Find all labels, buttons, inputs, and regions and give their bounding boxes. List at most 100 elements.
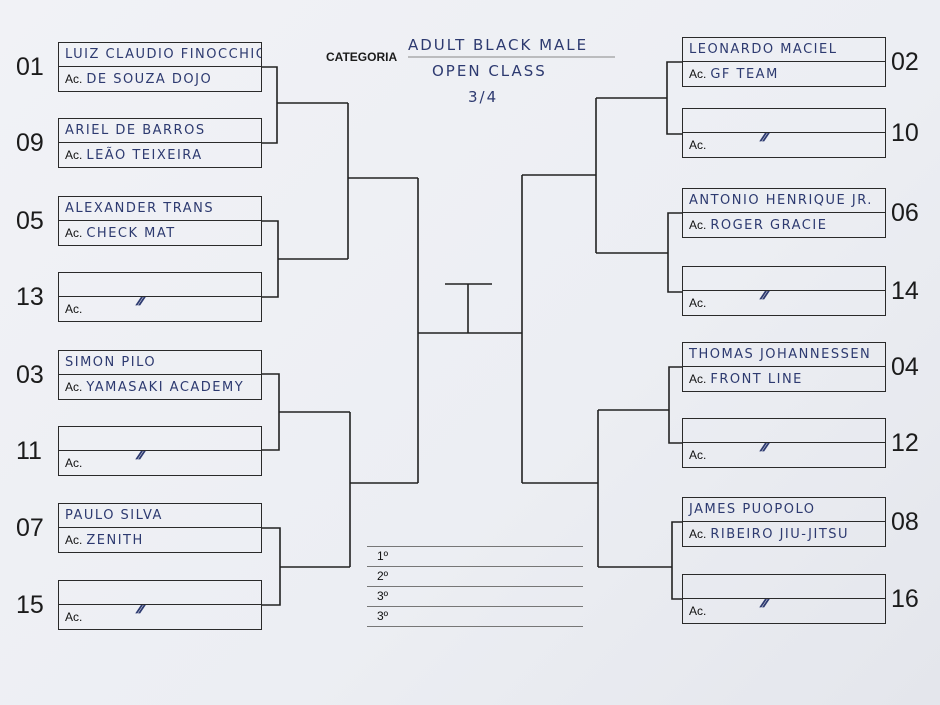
academy-row: Ac.CHECK MAT [59, 221, 261, 245]
seed-number: 02 [891, 48, 919, 76]
seed-number: 08 [891, 508, 919, 536]
bye-mark: // [134, 297, 150, 310]
competitor-slot: Ac. // [682, 108, 886, 158]
competitor-name: SIMON PILO [59, 351, 261, 375]
academy-name: FRONT LINE [710, 372, 803, 387]
academy-prefix: Ac. [689, 527, 707, 541]
competitor-name: PAULO SILVA [59, 504, 261, 528]
academy-prefix: Ac. [65, 302, 83, 316]
competitor-name [683, 575, 885, 599]
competitor-name [683, 109, 885, 133]
academy-row: Ac.ZENITH [59, 528, 261, 552]
academy-name: DE SOUZA DOJO [86, 72, 213, 87]
competitor-slot: LUIZ CLAUDIO FINOCCHIO Ac.DE SOUZA DOJO [58, 42, 262, 92]
competitor-slot: JAMES PUOPOLO Ac.RIBEIRO JIU-JITSU [682, 497, 886, 547]
academy-prefix: Ac. [689, 372, 707, 386]
competitor-slot: ARIEL DE BARROS Ac.LEÃO TEIXEIRA [58, 118, 262, 168]
academy-row: Ac. // [59, 451, 261, 475]
academy-prefix: Ac. [65, 148, 83, 162]
academy-prefix: Ac. [65, 380, 83, 394]
competitor-name [683, 419, 885, 443]
seed-number: 07 [16, 514, 44, 542]
seed-number: 06 [891, 199, 919, 227]
seed-number: 01 [16, 53, 44, 81]
academy-row: Ac.FRONT LINE [683, 367, 885, 391]
bye-mark: // [758, 291, 774, 304]
competitor-slot: SIMON PILO Ac.YAMASAKI ACADEMY [58, 350, 262, 400]
bye-mark: // [758, 599, 774, 612]
academy-prefix: Ac. [689, 296, 707, 310]
category-division: ADULT BLACK MALE [408, 36, 589, 54]
academy-name: CHECK MAT [86, 226, 176, 241]
category-label: CATEGORIA [326, 50, 398, 64]
competitor-slot: Ac. // [58, 272, 262, 322]
competitor-name: LEONARDO MACIEL [683, 38, 885, 62]
competitor-name [683, 267, 885, 291]
seed-number: 03 [16, 361, 44, 389]
category-class: OPEN CLASS [432, 62, 547, 80]
academy-row: Ac.RIBEIRO JIU-JITSU [683, 522, 885, 546]
seed-number: 10 [891, 119, 919, 147]
academy-row: Ac. // [59, 605, 261, 629]
podium-third-2: 3º [367, 607, 583, 627]
academy-name: RIBEIRO JIU-JITSU [710, 527, 850, 542]
academy-prefix: Ac. [65, 226, 83, 240]
academy-prefix: Ac. [689, 604, 707, 618]
academy-prefix: Ac. [689, 67, 707, 81]
competitor-slot: THOMAS JOHANNESSEN Ac.FRONT LINE [682, 342, 886, 392]
academy-row: Ac. // [683, 133, 885, 157]
competitor-slot: Ac. // [682, 574, 886, 624]
academy-row: Ac.GF TEAM [683, 62, 885, 86]
seed-number: 11 [16, 437, 42, 465]
competitor-slot: Ac. // [682, 266, 886, 316]
seed-number: 05 [16, 207, 44, 235]
seed-number: 12 [891, 429, 919, 457]
seed-number: 14 [891, 277, 919, 305]
academy-row: Ac.// [683, 443, 885, 467]
competitor-name [59, 273, 261, 297]
seed-number: 16 [891, 585, 919, 613]
competitor-name [59, 427, 261, 451]
competitor-name: JAMES PUOPOLO [683, 498, 885, 522]
academy-prefix: Ac. [65, 610, 83, 624]
bye-mark: // [134, 605, 150, 618]
academy-prefix: Ac. [65, 72, 83, 86]
academy-row: Ac. // [59, 297, 261, 321]
competitor-slot: Ac.// [682, 418, 886, 468]
academy-row: Ac. // [683, 291, 885, 315]
academy-name: ROGER GRACIE [710, 218, 828, 233]
competitor-slot: LEONARDO MACIEL Ac.GF TEAM [682, 37, 886, 87]
seed-number: 15 [16, 591, 44, 619]
academy-prefix: Ac. [689, 448, 707, 462]
academy-prefix: Ac. [689, 218, 707, 232]
podium-second: 2º [367, 567, 583, 587]
competitor-name: ALEXANDER TRANS [59, 197, 261, 221]
competitor-slot: Ac. // [58, 580, 262, 630]
academy-row: Ac.DE SOUZA DOJO [59, 67, 261, 91]
podium-third: 3º [367, 587, 583, 607]
competitor-name: ANTONIO HENRIQUE JR. [683, 189, 885, 213]
academy-row: Ac.LEÃO TEIXEIRA [59, 143, 261, 167]
bye-mark: // [134, 451, 150, 464]
category-belt-fraction: 3/4 [468, 88, 499, 106]
competitor-name: THOMAS JOHANNESSEN [683, 343, 885, 367]
academy-name: GF TEAM [710, 67, 779, 82]
academy-prefix: Ac. [689, 138, 707, 152]
seed-number: 04 [891, 353, 919, 381]
competitor-name: LUIZ CLAUDIO FINOCCHIO [59, 43, 261, 67]
academy-row: Ac.YAMASAKI ACADEMY [59, 375, 261, 399]
competitor-slot: ALEXANDER TRANS Ac.CHECK MAT [58, 196, 262, 246]
academy-row: Ac. // [683, 599, 885, 623]
competitor-slot: ANTONIO HENRIQUE JR. Ac.ROGER GRACIE [682, 188, 886, 238]
podium-first: 1º [367, 547, 583, 567]
bye-mark: // [758, 133, 774, 146]
competitor-name [59, 581, 261, 605]
podium-table: 1º 2º 3º 3º [367, 546, 583, 627]
seed-number: 13 [16, 283, 44, 311]
competitor-slot: PAULO SILVA Ac.ZENITH [58, 503, 262, 553]
academy-name: LEÃO TEIXEIRA [86, 148, 203, 163]
academy-prefix: Ac. [65, 533, 83, 547]
academy-prefix: Ac. [65, 456, 83, 470]
academy-name: YAMASAKI ACADEMY [86, 380, 245, 395]
